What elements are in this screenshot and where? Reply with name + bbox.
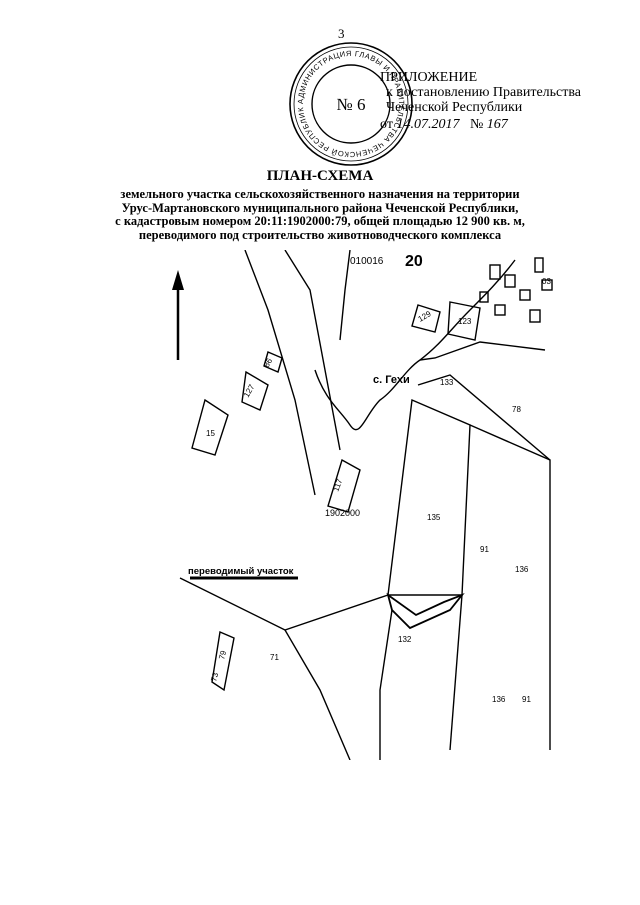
building [479,291,489,303]
subtitle-line-3: с кадастровым номером 20:11:1902000:79, … [115,214,525,228]
parcel-label: 123 [458,317,472,326]
boundary-line [284,250,341,451]
parcel-117-outline [327,458,361,513]
parcel-15-outline [191,398,229,456]
top-label-20: 20 [405,253,423,270]
cadastral-block-label: 1902000 [325,508,360,518]
seal-number: № 6 [337,95,366,114]
appendix-resolution: к постановлению Правительства [386,85,582,100]
appendix-dateline: от 14.07.2017 № 167 [380,117,581,132]
parcel-label: 129 [417,309,434,324]
building [504,274,516,288]
settlement-label: с. Гехи [373,374,410,386]
parcel-label: 117 [331,477,344,493]
parcel-label: 136 [492,695,506,704]
boundary-line [339,250,351,341]
parcel-label: 71 [270,653,279,662]
parcel-label: 91 [522,695,531,704]
parcel-79-outline [211,631,235,692]
document-subtitle: земельного участка сельскохозяйственного… [60,187,580,242]
boundary-line [379,609,393,760]
boundary-line [244,250,316,496]
document-title: ПЛАН-СХЕМА [266,168,374,184]
parcel-label: 136 [515,565,529,574]
parcel-label: 86 [262,356,275,369]
subtitle-line-1: земельного участка сельскохозяйственного… [120,187,520,201]
number-prefix: № [469,117,484,132]
boundary-line [419,341,546,361]
building [489,264,501,280]
appendix-block: ПРИЛОЖЕНИЕ к постановлению Правительства… [380,70,581,132]
building [519,289,531,301]
number-value: 167 [486,117,508,132]
river-line [314,259,516,431]
appendix-republic: Чеченской Республики [386,100,523,115]
parcel-label: 135 [427,513,441,522]
date-value: 14.07.2017 [396,117,460,132]
parcel-86-outline [263,351,283,373]
building [541,279,553,291]
boundary-line [179,577,389,631]
transferred-plot-label: переводимый участок [188,566,294,577]
parcel-127-outline [241,370,269,411]
building [529,309,541,323]
parcel-label: 78 [512,405,521,414]
date-prefix: от [380,117,393,132]
parcel-label: 03 [542,277,551,286]
official-seal: АДМИНИСТРАЦИЯ ГЛАВЫ И ПРАВИТЕЛЬСТВА ЧЕЧЕ… [287,40,413,166]
transferred-plot-outline [386,592,465,630]
appendix-title: ПРИЛОЖЕНИЕ [380,70,478,85]
subtitle-line-4: переводимого под строительство животново… [138,227,502,242]
top-label-010016: 010016 [350,256,384,267]
parcel-label: 91 [480,545,489,554]
boundary-line [469,424,551,750]
boundary-line [449,594,463,751]
building [534,257,544,273]
parcel-123-outline [447,301,481,341]
parcel-label: 79 [217,649,228,660]
parcel-label: 133 [440,378,454,387]
cadastral-map: 010016 20 с. Гехи 1902000 переводимый уч… [172,250,553,760]
parcel-129-outline [411,304,441,333]
building [494,304,506,316]
page-number: 3 [338,26,345,41]
boundary-line [417,374,551,461]
parcel-label: 73 [209,671,220,682]
parcel-label: 132 [398,635,412,644]
parcel-label: 15 [206,429,215,438]
parcel-135-outline [387,398,471,596]
north-arrow-head [172,270,184,290]
boundary-line [284,629,351,760]
subtitle-line-2: Урус-Мартановского муниципального района… [121,200,519,215]
